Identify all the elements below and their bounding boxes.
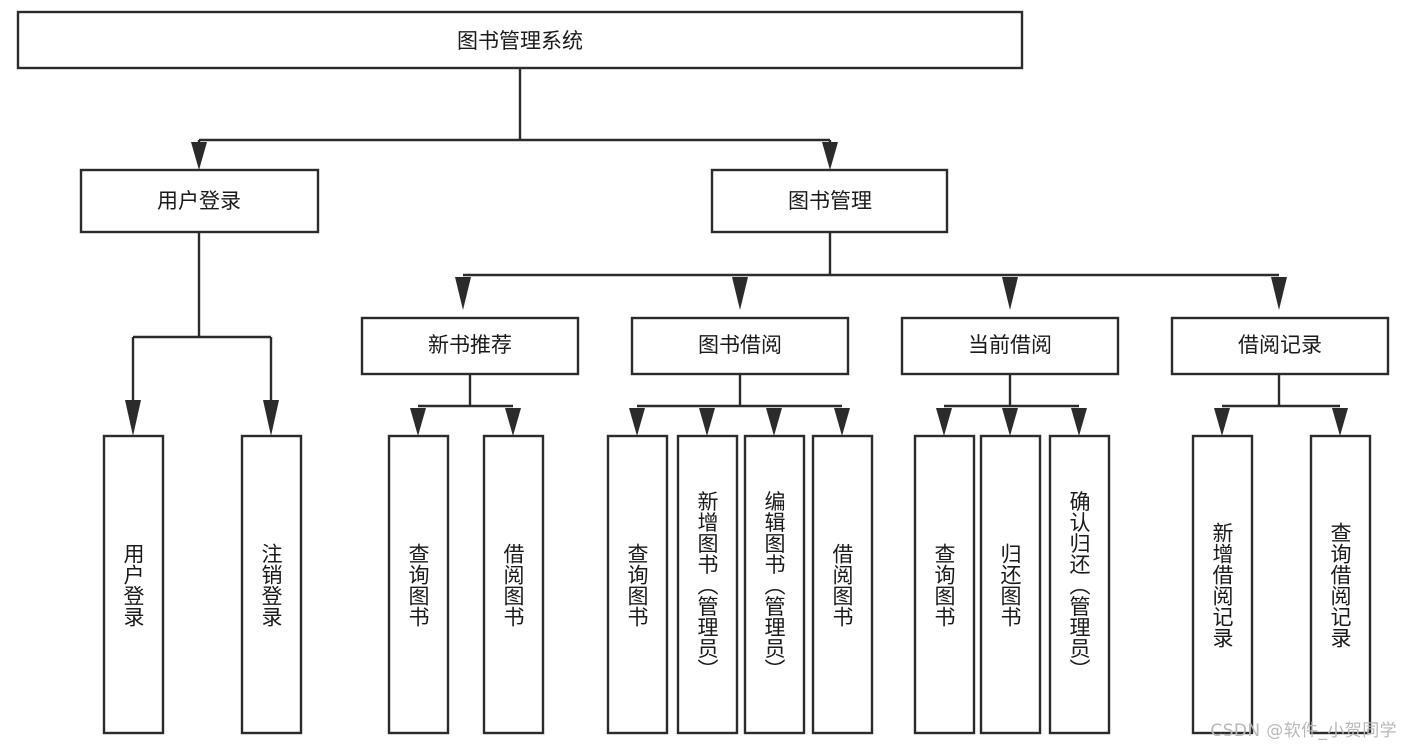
node-leaf-edit-book-box[interactable] [743, 434, 806, 735]
arrow-head-leaf-add-book [699, 408, 715, 436]
node-user-login-box[interactable] [79, 168, 320, 234]
node-leaf-logout[interactable]: 注销登录 [240, 434, 303, 735]
node-leaf-add-book-label: 新增图书（管理员） [695, 491, 719, 680]
node-current-borrow[interactable]: 当前借阅 [900, 316, 1120, 376]
node-leaf-user-login-box[interactable] [102, 434, 165, 735]
node-leaf-user-login-label: 用户登录 [121, 543, 145, 627]
node-leaf-borrow-book-2-box[interactable] [811, 434, 874, 735]
node-book-borrow-box[interactable] [630, 316, 850, 376]
node-new-book-rec[interactable]: 新书推荐 [360, 316, 580, 376]
node-leaf-edit-book-label: 编辑图书（管理员） [762, 491, 786, 680]
node-leaf-query-book-2-box[interactable] [606, 434, 669, 735]
node-root[interactable]: 图书管理系统 [16, 10, 1024, 70]
node-current-borrow-label: 当前借阅 [968, 333, 1052, 357]
node-leaf-query-book-3[interactable]: 查询图书 [913, 434, 976, 735]
node-leaf-logout-label: 注销登录 [259, 543, 283, 627]
node-leaf-query-book-1[interactable]: 查询图书 [387, 434, 450, 735]
node-book-manage-label: 图书管理 [788, 189, 872, 213]
node-leaf-borrow-book-1-box[interactable] [482, 434, 545, 735]
arrow-head-leaf-add-record [1214, 408, 1230, 436]
node-user-login-label: 用户登录 [157, 189, 241, 213]
arrow-head-leaf-borrow-book-1 [505, 408, 521, 436]
arrow-head-borrow-record [1271, 277, 1287, 310]
node-leaf-borrow-book-1-label: 借阅图书 [501, 543, 525, 627]
arrow-head-leaf-edit-book [766, 408, 782, 436]
arrow-head-leaf-query-book-1 [410, 408, 426, 436]
node-borrow-record-box[interactable] [1170, 316, 1390, 376]
arrow-head-leaf-logout [263, 400, 279, 436]
node-new-book-rec-label: 新书推荐 [428, 333, 512, 357]
node-leaf-confirm-return-label: 确认归还（管理员） [1067, 491, 1091, 680]
node-leaf-user-login[interactable]: 用户登录 [102, 434, 165, 735]
node-current-borrow-box[interactable] [900, 316, 1120, 376]
arrow-head-user-login [191, 142, 207, 170]
node-leaf-borrow-book-2-label: 借阅图书 [830, 543, 854, 627]
node-leaf-query-book-2[interactable]: 查询图书 [606, 434, 669, 735]
arrow-head-leaf-borrow-book-2 [834, 408, 850, 436]
node-book-borrow-label: 图书借阅 [698, 333, 782, 357]
connector-layer [125, 68, 1348, 436]
node-leaf-add-record-label: 新增借阅记录 [1210, 522, 1234, 648]
node-leaf-return-book-box[interactable] [979, 434, 1042, 735]
node-leaf-query-book-1-box[interactable] [387, 434, 450, 735]
node-leaf-return-book-label: 归还图书 [998, 543, 1022, 627]
node-root-label: 图书管理系统 [457, 29, 583, 53]
node-leaf-query-book-1-label: 查询图书 [406, 543, 430, 627]
node-leaf-confirm-return[interactable]: 确认归还（管理员） [1048, 434, 1111, 735]
node-leaf-query-book-3-label: 查询图书 [932, 543, 956, 627]
node-leaf-query-book-3-box[interactable] [913, 434, 976, 735]
arrow-head-current-borrow [1002, 277, 1018, 310]
arrow-head-new-book-rec [455, 277, 471, 310]
node-book-manage-box[interactable] [710, 168, 949, 234]
node-leaf-query-book-2-label: 查询图书 [625, 543, 649, 627]
node-leaf-logout-box[interactable] [240, 434, 303, 735]
node-user-login[interactable]: 用户登录 [79, 168, 320, 234]
node-leaf-add-record[interactable]: 新增借阅记录 [1191, 434, 1254, 735]
arrow-head-leaf-return-book [1002, 408, 1018, 436]
node-new-book-rec-box[interactable] [360, 316, 580, 376]
node-leaf-edit-book[interactable]: 编辑图书（管理员） [743, 434, 806, 735]
arrow-head-leaf-user-login [125, 400, 141, 436]
arrow-head-leaf-query-book-2 [629, 408, 645, 436]
arrow-head-book-manage [822, 142, 838, 170]
node-root-box[interactable] [16, 10, 1024, 70]
node-leaf-query-record-label: 查询借阅记录 [1328, 522, 1352, 648]
arrow-head-leaf-query-record [1332, 408, 1348, 436]
node-leaf-add-book-box[interactable] [676, 434, 739, 735]
node-book-borrow[interactable]: 图书借阅 [630, 316, 850, 376]
node-leaf-query-record-box[interactable] [1309, 434, 1372, 735]
arrow-head-leaf-confirm-return [1071, 408, 1087, 436]
node-leaf-borrow-book-2[interactable]: 借阅图书 [811, 434, 874, 735]
arrow-head-leaf-query-book-3 [936, 408, 952, 436]
node-borrow-record[interactable]: 借阅记录 [1170, 316, 1390, 376]
node-leaf-query-record[interactable]: 查询借阅记录 [1309, 434, 1372, 735]
node-leaf-borrow-book-1[interactable]: 借阅图书 [482, 434, 545, 735]
node-leaf-add-book[interactable]: 新增图书（管理员） [676, 434, 739, 735]
node-borrow-record-label: 借阅记录 [1238, 333, 1322, 357]
node-book-manage[interactable]: 图书管理 [710, 168, 949, 234]
node-leaf-return-book[interactable]: 归还图书 [979, 434, 1042, 735]
arrow-head-book-borrow [732, 277, 748, 310]
node-leaf-add-record-box[interactable] [1191, 434, 1254, 735]
node-leaf-confirm-return-box[interactable] [1048, 434, 1111, 735]
